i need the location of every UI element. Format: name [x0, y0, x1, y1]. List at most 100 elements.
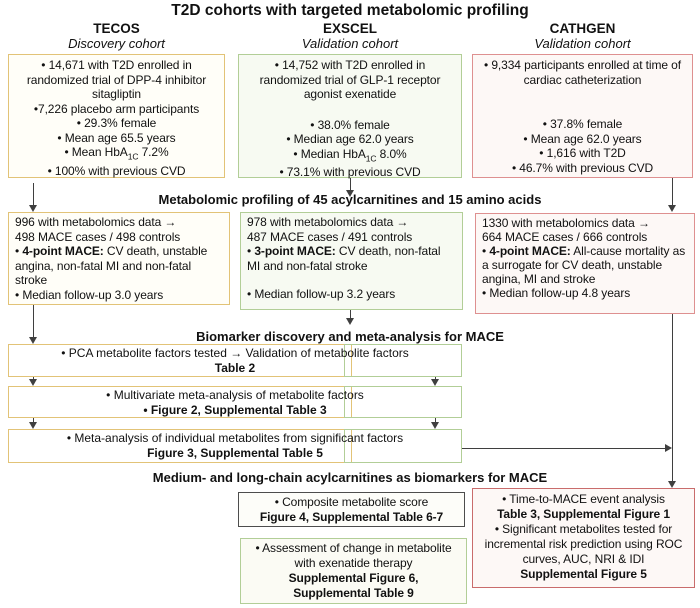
connector-meta2-meta3-left: [33, 418, 34, 422]
assessment-line2: Supplemental Figure 6,: [288, 571, 419, 585]
tecos-cases-controls: 498 MACE cases / 498 controls: [15, 229, 181, 244]
exscel-hba1c-subscript: 1C: [365, 152, 377, 163]
arrowhead-cathgen-box2: [668, 205, 676, 212]
exscel-mace-bullet: •: [247, 244, 255, 258]
connector-meta2-meta3-right: [435, 418, 436, 422]
column-subtitle-exscel: Validation cohort: [301, 36, 399, 51]
assessment-line1: • Assessment of change in metabolite wit…: [255, 541, 452, 570]
time-to-mace-line4: Supplemental Figure 5: [520, 567, 647, 581]
cathgen-cases-controls: 664 MACE cases / 666 controls: [482, 230, 648, 244]
meta-box-individual-line2: Figure 3, Supplemental Table 5: [147, 445, 323, 460]
arrowhead-exscel-meta: [346, 318, 354, 325]
tecos-hba1c-subscript: 1C: [127, 151, 139, 162]
connector-cathgen-box1-box2: [672, 178, 673, 205]
exscel-n-metabolomics: 978 with metabolomics data →: [247, 215, 409, 229]
tecos-age: • Mean age 65.5 years: [57, 130, 176, 145]
meta-box-pca-line2: Table 2: [214, 360, 256, 375]
column-header-exscel: EXSCEL: [322, 21, 377, 36]
tecos-placebo: •7,226 placebo arm participants: [33, 101, 200, 116]
meta-box-pca-text: • PCA metabolite factors tested → Valida…: [8, 344, 462, 377]
tecos-n-metabolomics: 996 with metabolomics data →: [15, 215, 177, 229]
exscel-female: • 38.0% female: [310, 117, 390, 132]
arrowhead-exscel-box2: [346, 190, 354, 197]
exscel-followup: • Median follow-up 3.2 years: [247, 287, 396, 301]
tecos-hba1c-pre: • Mean HbA: [64, 145, 128, 159]
composite-score-line1: • Composite metabolite score: [274, 495, 429, 509]
arrowhead-time-to-mace: [668, 481, 676, 488]
tecos-mace-term: 4-point MACE:: [22, 244, 104, 258]
tecos-metabolomics-box: 996 with metabolomics data → 498 MACE ca…: [8, 212, 230, 305]
connector-meta1-meta2-right: [435, 377, 436, 380]
exscel-cohort-box: • 14,752 with T2D enrolled in randomized…: [238, 54, 462, 180]
exscel-cvd: • 73.1% with previous CVD: [279, 165, 421, 180]
tecos-mace-definition: • 4-point MACE: CV death, unstable angin…: [15, 244, 223, 288]
cathgen-cohort-box: • 9,334 participants enrolled at time of…: [472, 54, 693, 178]
connector-meta1-meta2-left: [33, 377, 34, 380]
assessment-box: • Assessment of change in metabolite wit…: [240, 538, 467, 604]
meta-box-multivariate-tecos-frame: [8, 386, 352, 418]
band-acylcarnitines: Medium- and long-chain acylcarnitines as…: [152, 470, 548, 485]
cathgen-mace-text: All-cause mortality as a surrogate for C…: [482, 244, 686, 286]
band-biomarker-discovery: Biomarker discovery and meta-analysis fo…: [196, 329, 504, 344]
exscel-mace-text: CV death, non-fatal MI and non-fatal str…: [247, 244, 441, 273]
tecos-cvd: • 100% with previous CVD: [47, 163, 186, 178]
exscel-metabolomics-box: 978 with metabolomics data → 487 MACE ca…: [240, 212, 463, 310]
cathgen-cvd: • 46.7% with previous CVD: [511, 160, 654, 175]
exscel-mace-term: 3-point MACE:: [254, 244, 336, 258]
meta-box-multivariate-text: • Multivariate meta-analysis of metaboli…: [8, 386, 462, 418]
cathgen-female: • 37.8% female: [542, 117, 623, 131]
time-to-mace-line3: • Significant metabolites tested for inc…: [484, 522, 683, 566]
meta-box-multivariate: • Multivariate meta-analysis of metaboli…: [8, 386, 462, 418]
connector-meta3-spine: [462, 448, 665, 449]
tecos-followup: • Median follow-up 3.0 years: [15, 287, 164, 302]
exscel-hba1c-pre: • Median HbA: [293, 146, 366, 161]
meta-box-pca-exscel-frame: [344, 344, 462, 377]
connector-cathgen-spine: [672, 314, 673, 481]
column-header-cathgen: CATHGEN: [549, 21, 616, 36]
meta-box-individual: • Meta-analysis of individual metabolite…: [8, 429, 462, 463]
column-subtitle-cathgen: Validation cohort: [534, 36, 631, 51]
time-to-mace-line1: • Time-to-MACE event analysis: [502, 492, 665, 506]
meta-box-pca: • PCA metabolite factors tested → Valida…: [8, 344, 462, 377]
cathgen-metabolomics-box: 1330 with metabolomics data → 664 MACE c…: [475, 213, 695, 314]
meta-box-multivariate-exscel-frame: [344, 386, 462, 418]
time-to-mace-line2: Table 3, Supplemental Figure 1: [497, 507, 670, 521]
column-header-tecos: TECOS: [93, 21, 140, 36]
meta-box-individual-tecos-frame: [8, 429, 352, 463]
exscel-mace-definition: • 3-point MACE: CV death, non-fatal MI a…: [247, 244, 456, 273]
cathgen-t2d: • 1,616 with T2D: [539, 146, 626, 160]
meta-box-pca-tecos-frame: [8, 344, 352, 377]
exscel-cases-controls: 487 MACE cases / 491 controls: [247, 229, 413, 244]
connector-tecos-box2-meta: [33, 305, 34, 337]
exscel-age: • Median age 62.0 years: [286, 132, 414, 146]
meta-box-multivariate-line1: • Multivariate meta-analysis of metaboli…: [106, 388, 364, 402]
cathgen-followup: • Median follow-up 4.8 years: [482, 286, 631, 300]
tecos-female: • 29.3% female: [76, 116, 157, 130]
composite-score-box: • Composite metabolite score Figure 4, S…: [238, 492, 465, 527]
connector-exscel-box2-meta: [350, 310, 351, 318]
exscel-intro: • 14,752 with T2D enrolled in randomized…: [259, 58, 441, 101]
time-to-mace-box: • Time-to-MACE event analysis Table 3, S…: [472, 488, 695, 588]
arrowhead-meta3-right: [431, 422, 439, 429]
assessment-line3: Supplemental Table 9: [293, 586, 414, 600]
cathgen-mace-definition: • 4-point MACE: All-cause mortality as a…: [482, 244, 688, 286]
meta-box-individual-line1: • Meta-analysis of individual metabolite…: [66, 431, 404, 445]
band-metabolomic-profiling: Metabolomic profiling of 45 acylcarnitin…: [158, 192, 542, 207]
page-title: T2D cohorts with targeted metabolomic pr…: [171, 2, 529, 19]
arrowhead-meta2-right: [431, 379, 439, 386]
arrowhead-meta3-spine: [665, 444, 672, 452]
cathgen-age: • Mean age 62.0 years: [523, 131, 642, 146]
tecos-hba1c-post: 7.2%: [138, 145, 169, 159]
meta-box-individual-exscel-frame: [344, 429, 462, 463]
tecos-mace-text: CV death, unstable angina, non-fatal MI …: [15, 244, 208, 287]
exscel-hba1c-post: 8.0%: [376, 146, 407, 161]
exscel-hba1c: • Median HbA1C 8.0%: [244, 147, 456, 166]
connector-exscel-box1-box2: [350, 178, 351, 190]
column-subtitle-tecos: Discovery cohort: [68, 36, 165, 51]
tecos-hba1c: • Mean HbA1C 7.2%: [14, 145, 219, 164]
cathgen-n-metabolomics: 1330 with metabolomics data →: [482, 216, 650, 230]
meta-box-multivariate-line2: • Figure 2, Supplemental Table 3: [143, 402, 327, 417]
tecos-mace-bullet: •: [15, 244, 23, 258]
arrowhead-tecos-box2: [29, 205, 37, 212]
